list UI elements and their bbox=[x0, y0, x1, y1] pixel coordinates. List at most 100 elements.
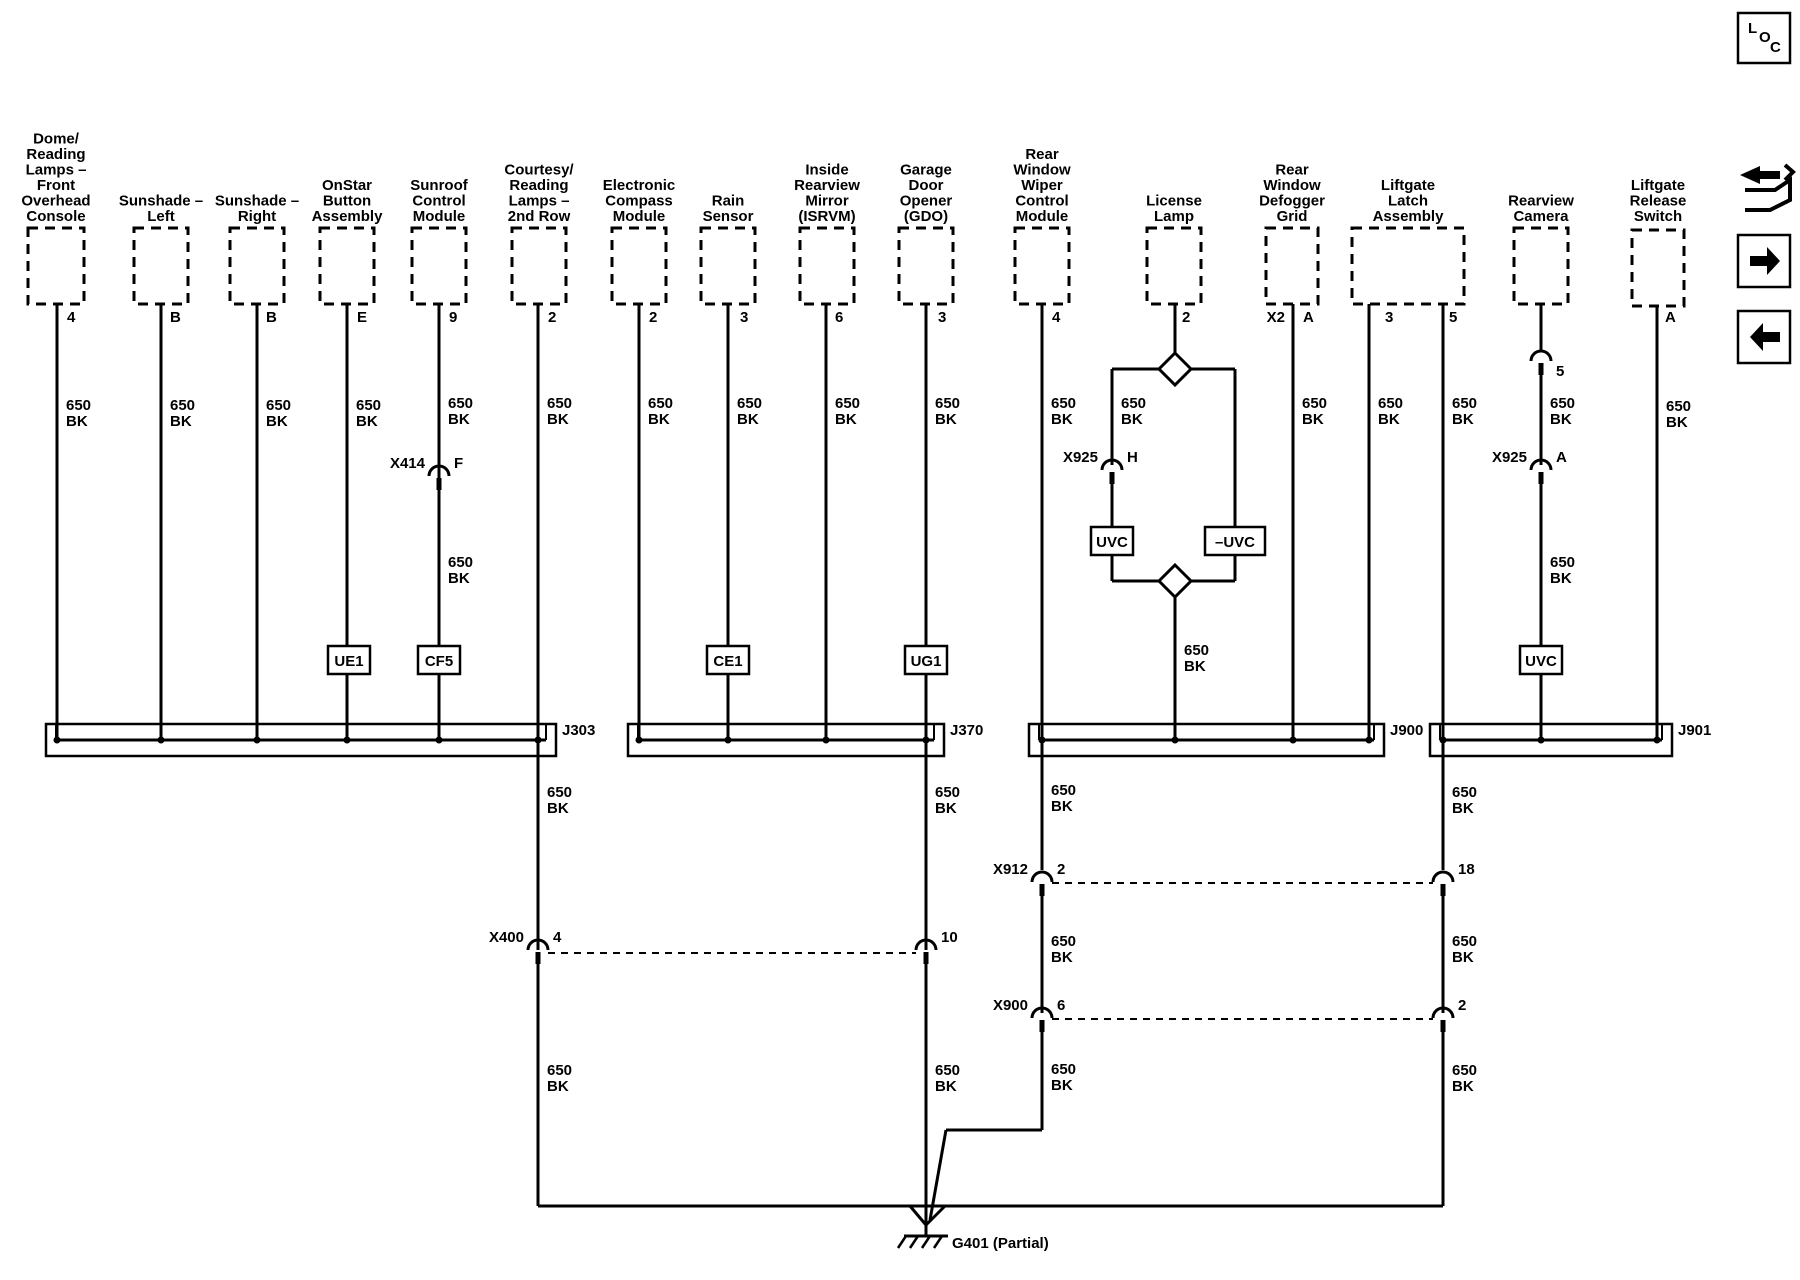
wire-circuit: 650 bbox=[1051, 1061, 1076, 1078]
wire-circuit: 650 bbox=[835, 395, 860, 412]
splice-label: J901 bbox=[1678, 722, 1711, 739]
option-label: UVC bbox=[1096, 534, 1128, 551]
component-box bbox=[1145, 226, 1203, 306]
component-name-line: Dome/ bbox=[33, 131, 80, 148]
ground-hatch bbox=[896, 1235, 908, 1249]
inline-connector-name: X925 bbox=[1063, 449, 1098, 466]
splice-dot bbox=[1653, 736, 1661, 744]
option-box bbox=[416, 644, 462, 676]
component-name-line: Sunshade – bbox=[119, 193, 203, 210]
component-pin: 3 bbox=[938, 309, 946, 326]
component-name-line: Wiper bbox=[1021, 177, 1063, 194]
wire bbox=[928, 1129, 948, 1221]
component-pin: 4 bbox=[67, 309, 76, 326]
wire-circuit: 650 bbox=[935, 395, 960, 412]
wire-circuit: 650 bbox=[1302, 395, 1327, 412]
inline-connector-pin-label: 2 bbox=[1458, 997, 1466, 1014]
next-page-icon[interactable] bbox=[1736, 233, 1792, 289]
wire-color: BK bbox=[935, 411, 957, 428]
splice-dot bbox=[822, 736, 830, 744]
component-name-line: Camera bbox=[1513, 208, 1569, 225]
component-name-line: Control bbox=[412, 193, 465, 210]
inline-connector-cup bbox=[1431, 1006, 1455, 1019]
inline-connector-name: X400 bbox=[489, 929, 524, 946]
component-name-line: Lamp bbox=[1154, 208, 1194, 225]
wire-color: BK bbox=[448, 411, 470, 428]
component-name-line: Courtesy/ bbox=[504, 162, 574, 179]
wire-color: BK bbox=[66, 413, 88, 430]
ground-hatch bbox=[932, 1235, 944, 1249]
wire-color: BK bbox=[1452, 411, 1474, 428]
component-name-line: Inside bbox=[805, 162, 848, 179]
component-name-line: Left bbox=[147, 208, 175, 225]
wire bbox=[924, 1204, 947, 1227]
wires bbox=[55, 304, 1659, 1236]
component-boxes bbox=[26, 226, 1686, 308]
component-pin: 9 bbox=[449, 309, 457, 326]
wire-color: BK bbox=[1051, 411, 1073, 428]
component-pin: 5 bbox=[1449, 309, 1457, 326]
component-name-line: OnStar bbox=[322, 177, 372, 194]
inline-connector-pin-label: H bbox=[1127, 449, 1138, 466]
component-name-line: Switch bbox=[1634, 208, 1682, 225]
component-box bbox=[897, 226, 955, 306]
wire-circuit: 650 bbox=[1550, 554, 1575, 571]
wire-color: BK bbox=[1452, 1078, 1474, 1095]
component-name-line: Console bbox=[26, 208, 85, 225]
splice-label: J303 bbox=[562, 722, 595, 739]
inline-connector-pin bbox=[1538, 363, 1544, 375]
inline-connector-pin bbox=[535, 952, 541, 964]
component-box bbox=[610, 226, 668, 306]
component-name-line: Assembly bbox=[312, 208, 384, 225]
wire-circuit: 650 bbox=[266, 397, 291, 414]
component-name-line: Lamps – bbox=[509, 193, 570, 210]
wire-color: BK bbox=[547, 800, 569, 817]
component-name-line: Rear bbox=[1275, 162, 1309, 179]
splice-label: J900 bbox=[1390, 722, 1423, 739]
wire-circuit: 650 bbox=[448, 554, 473, 571]
inline-connector-pin-label: F bbox=[454, 455, 463, 472]
wire-circuit: 650 bbox=[1452, 395, 1477, 412]
component-pin: 5 bbox=[1556, 363, 1564, 380]
option-label: –UVC bbox=[1215, 534, 1255, 551]
inline-connector-name: X925 bbox=[1492, 449, 1527, 466]
wire-color: BK bbox=[1184, 658, 1206, 675]
component-name-line: Rearview bbox=[1508, 193, 1574, 210]
component-pin: B bbox=[170, 309, 181, 326]
wire-color: BK bbox=[1550, 411, 1572, 428]
component-box bbox=[1630, 228, 1686, 308]
previous-page-icon[interactable] bbox=[1736, 309, 1792, 365]
connector-view-icon[interactable] bbox=[1740, 163, 1796, 212]
component-name-line: Latch bbox=[1388, 193, 1428, 210]
loc-button[interactable]: L O C bbox=[1736, 11, 1792, 65]
component-pin: A bbox=[1303, 309, 1314, 326]
component-pin: 6 bbox=[835, 309, 843, 326]
splice-dot bbox=[157, 736, 165, 744]
wire-circuit: 650 bbox=[448, 395, 473, 412]
component-pin: B bbox=[266, 309, 277, 326]
loc-c: C bbox=[1770, 39, 1781, 56]
component-name-line: License bbox=[1146, 193, 1202, 210]
inline-connector-pin-label: 4 bbox=[553, 929, 562, 946]
wire-color: BK bbox=[935, 800, 957, 817]
inline-connector-cup bbox=[1529, 458, 1553, 471]
component-box bbox=[132, 226, 190, 306]
component-name-line: Liftgate bbox=[1631, 177, 1685, 194]
splice-dot bbox=[53, 736, 61, 744]
inline-connector-cup bbox=[1030, 1006, 1054, 1019]
wire-color: BK bbox=[170, 413, 192, 430]
inline-connector-cup bbox=[526, 938, 550, 951]
connector-dashed-links bbox=[548, 882, 1433, 1020]
component-name-line: 2nd Row bbox=[508, 208, 571, 225]
wire-color: BK bbox=[448, 570, 470, 587]
component-name-line: Sunroof bbox=[410, 177, 468, 194]
option-label: CF5 bbox=[425, 653, 453, 670]
splice-dot bbox=[1038, 736, 1046, 744]
option-label: UE1 bbox=[334, 653, 363, 670]
component-name-line: Defogger bbox=[1259, 193, 1325, 210]
option-box bbox=[1203, 525, 1267, 557]
wire-circuit: 650 bbox=[1452, 933, 1477, 950]
splice-dot bbox=[1439, 736, 1447, 744]
